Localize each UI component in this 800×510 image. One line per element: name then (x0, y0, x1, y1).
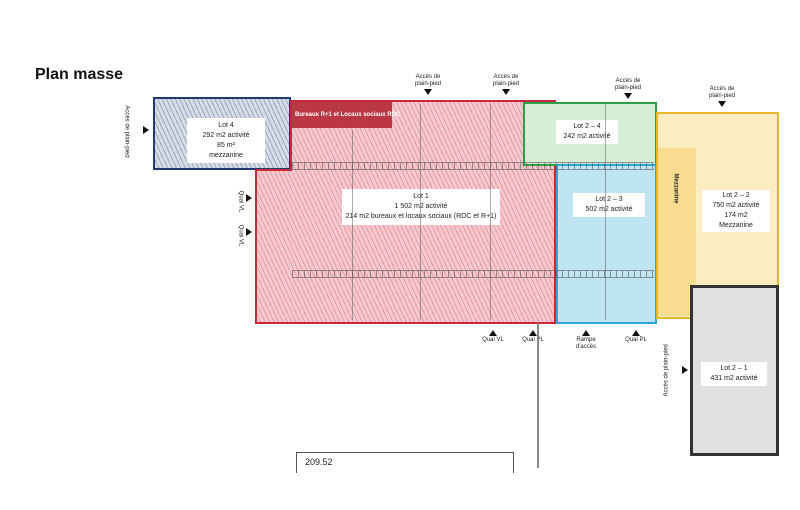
access-label: Accès de plain-pied (492, 74, 520, 87)
quai-vl-left-1: Quai VL (237, 190, 244, 213)
lot-2-1-activity: 431 m2 activité (710, 375, 758, 382)
lot-2-4-name: Lot 2 – 4 (573, 123, 601, 130)
arrow-down-icon (424, 89, 432, 95)
column-line (352, 130, 353, 320)
access-label: Quai PL (522, 337, 544, 343)
access-label: Accès de plain-pied (614, 78, 642, 91)
rack-row (292, 270, 654, 278)
lot-2-2-mezz: Mezzanine (719, 222, 753, 229)
arrow-right-icon (682, 366, 688, 374)
rampe-acces: Rampe d'accès (571, 330, 601, 351)
access-top-2: Accès de plain-pied (486, 74, 526, 95)
column-line (490, 104, 491, 320)
lot-2-2-activity: 750 m2 activité (712, 202, 760, 209)
dimension-value: 209.52 (305, 457, 333, 467)
lot-1-office-band (292, 102, 392, 128)
lot-2-1-name: Lot 2 – 1 (720, 365, 748, 372)
lot-1-label: Lot 1 1 502 m2 activité 214 m2 bureaux e… (342, 189, 500, 225)
arrow-down-icon (624, 93, 632, 99)
arrow-right-icon (246, 228, 252, 236)
lot-2-2-label: Lot 2 – 2 750 m2 activité 174 m2 Mezzani… (702, 190, 770, 232)
lot-1-extension[interactable] (255, 169, 292, 324)
lot-2-2-mezzanine-area (658, 148, 696, 316)
dimension-box (296, 452, 514, 473)
access-top-4: Accès de plain-pied (702, 86, 742, 107)
arrow-up-icon (529, 330, 537, 336)
lot-4-activity: 292 m2 activité (202, 131, 250, 139)
access-top-3: Accès de plain-pied (608, 78, 648, 99)
quai-pl-bottom-1: Quai PL (518, 330, 548, 344)
lot-2-3-activity: 502 m2 activité (585, 206, 633, 213)
lot-1-name: Lot 1 (413, 193, 429, 200)
lot-2-3-label: Lot 2 – 3 502 m2 activité (573, 193, 645, 217)
arrow-down-icon (718, 101, 726, 107)
lot-1-activity: 1 502 m2 activité (394, 203, 448, 210)
lot-1-office-label: Bureaux R+1 et Locaux sociaux RDC (295, 112, 401, 118)
lot-2-2-mezzanine-side: Mezzanine (672, 173, 679, 204)
boundary-line (537, 323, 539, 468)
access-left: Accès de plain-pied (123, 105, 130, 158)
arrow-up-icon (489, 330, 497, 336)
quai-vl-bottom: Quai VL (478, 330, 508, 344)
lot-4-name: Lot 4 (218, 121, 234, 129)
lot-4-mezz: mezzanine (209, 151, 243, 159)
lot-2-2-mezz-area: 174 m2 (724, 212, 748, 219)
lot-2-4-activity: 242 m2 activité (563, 133, 611, 140)
access-top-1: Accès de plain-pied (408, 74, 448, 95)
quai-pl-bottom-2: Quai PL (621, 330, 651, 344)
column-line (605, 104, 606, 320)
lot-2-4-label: Lot 2 – 4 242 m2 activité (556, 120, 618, 144)
lot-4-mezz-area: 85 m² (217, 141, 235, 149)
lot-2-3-name: Lot 2 – 3 (595, 196, 623, 203)
lot-4-label: Lot 4 292 m2 activité 85 m² mezzanine (187, 118, 265, 163)
lot-2-2-name: Lot 2 – 2 (722, 192, 750, 199)
access-label: Accès de plain-pied (414, 74, 442, 87)
lot-2-1-label: Lot 2 – 1 431 m2 activité (701, 362, 767, 386)
quai-vl-left-2: Quai VL (237, 224, 244, 247)
arrow-down-icon (502, 89, 510, 95)
access-label: Accès de plain-pied (708, 86, 736, 99)
access-label: Quai PL (625, 337, 647, 343)
access-right: Accès de plain-pied (663, 344, 670, 397)
column-line (420, 104, 421, 320)
lot-1-offices: 214 m2 bureaux et locaux sociaux (RDC et… (345, 213, 497, 220)
access-label: Rampe d'accès (575, 337, 597, 350)
arrow-right-icon (246, 194, 252, 202)
arrow-up-icon (632, 330, 640, 336)
page-title: Plan masse (35, 66, 124, 83)
arrow-right-icon (143, 126, 149, 134)
arrow-up-icon (582, 330, 590, 336)
rack-row (292, 162, 654, 170)
lot-2-3-zone[interactable] (556, 164, 657, 324)
access-label: Quai VL (482, 337, 504, 343)
